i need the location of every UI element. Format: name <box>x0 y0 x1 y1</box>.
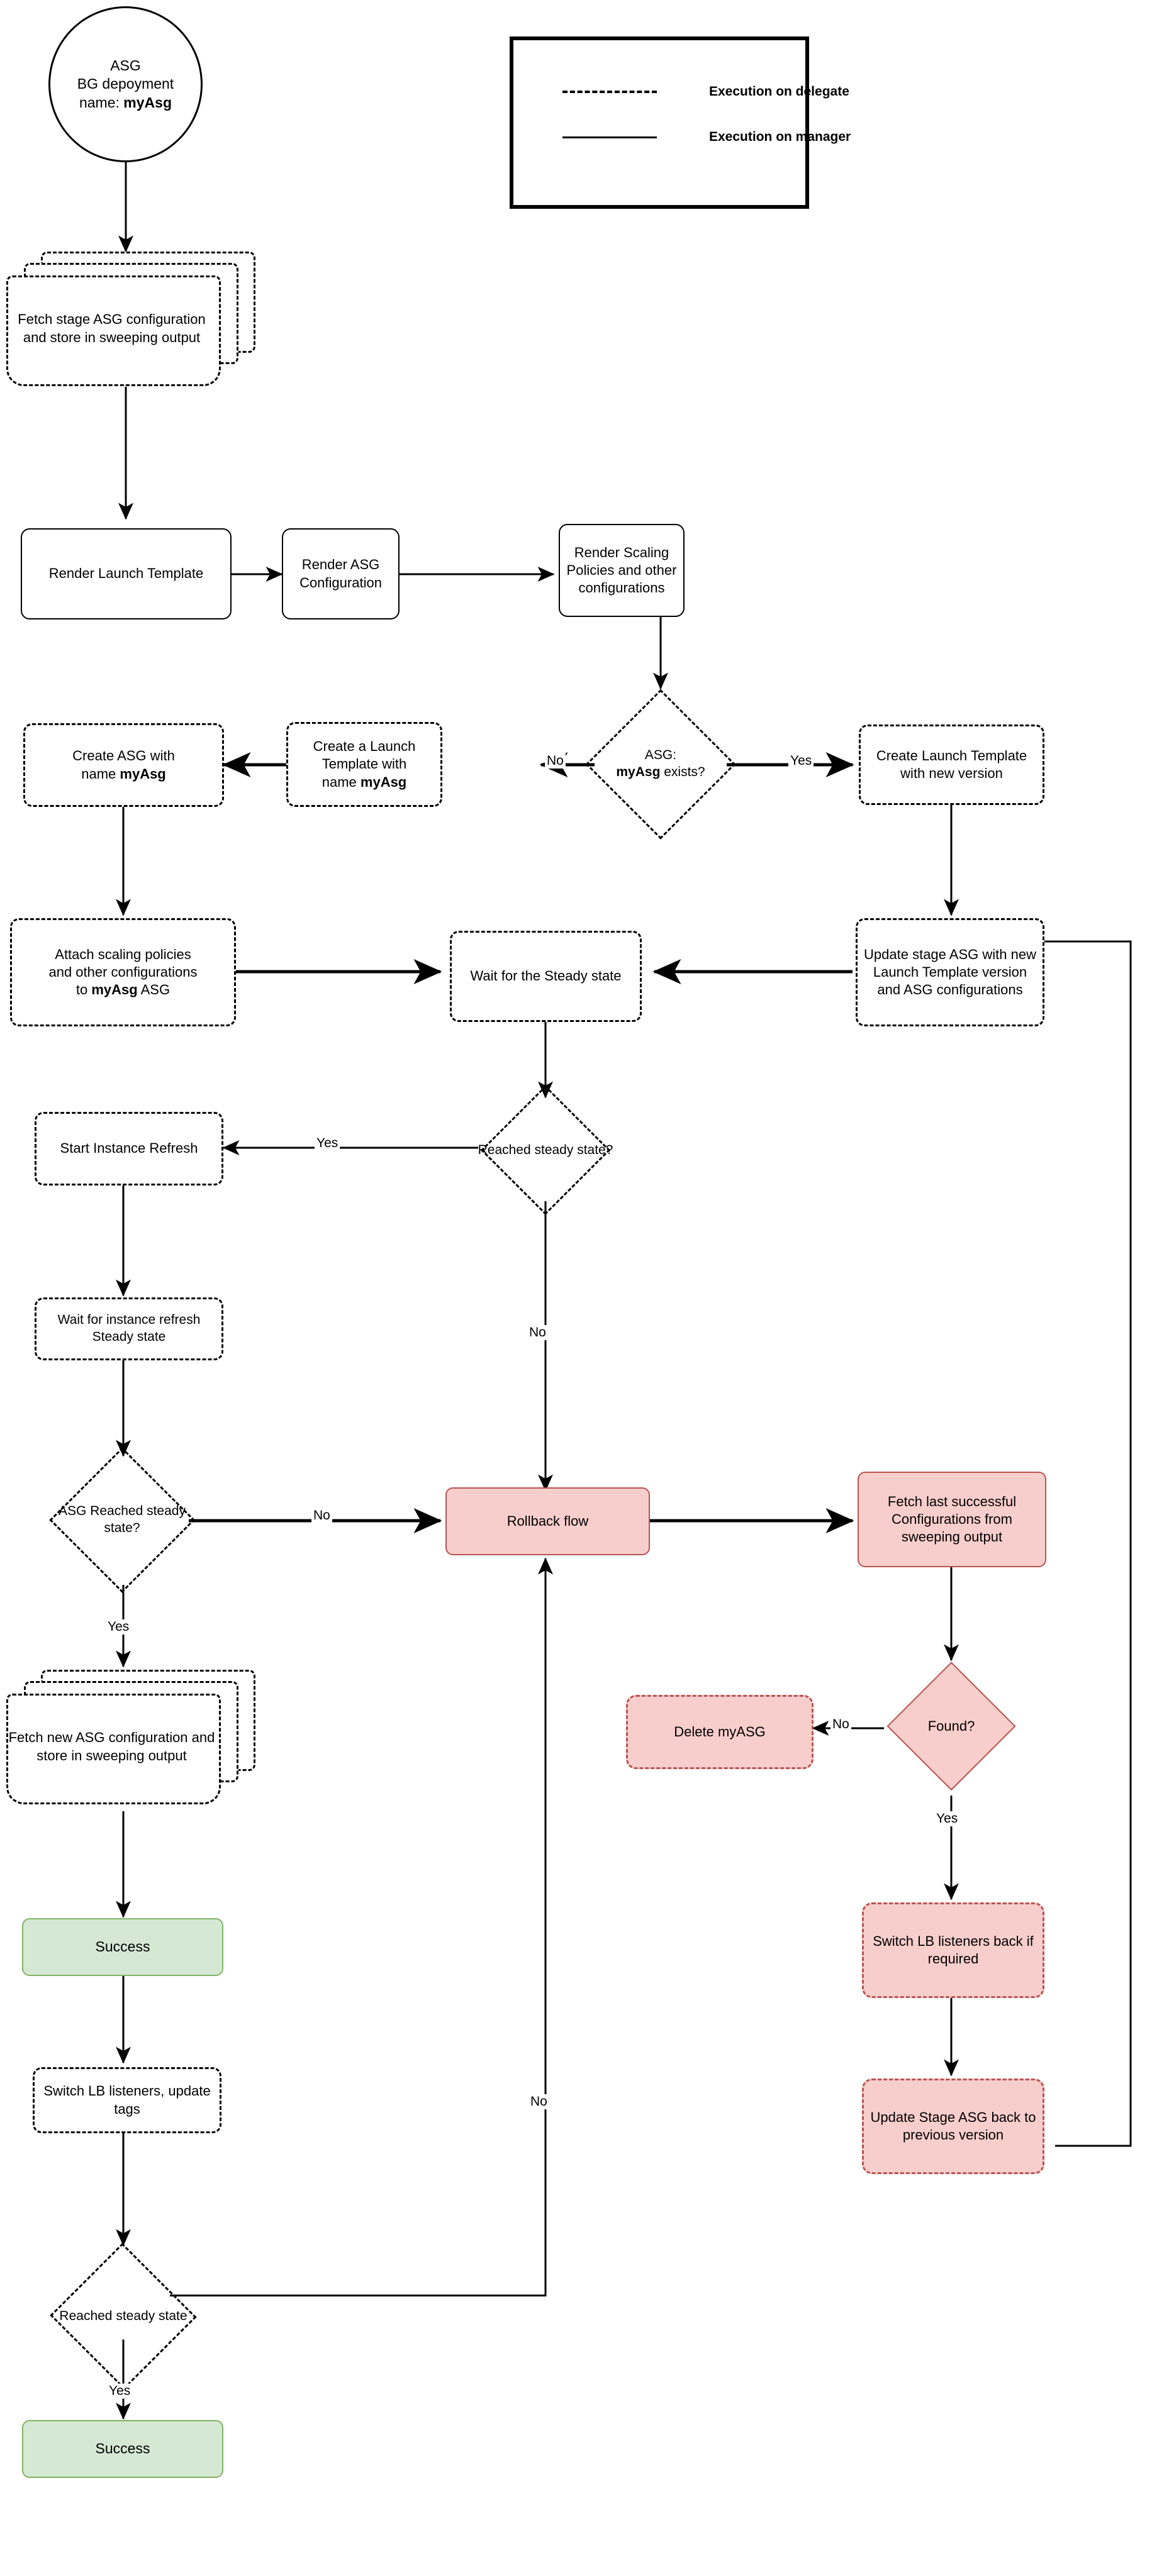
node-update-stage-asg[interactable]: Update stage ASG with new Launch Templat… <box>856 918 1044 1026</box>
node-label: Found? <box>927 1718 975 1734</box>
node-label: ASG Reached steady state? <box>59 1504 186 1535</box>
edge-label-final-steady-yes: Yes <box>107 2384 133 2399</box>
asp-line-2: and other configurations <box>48 963 198 980</box>
asp-line-3-bold: myAsg <box>91 982 138 998</box>
edge-label-found-yes: Yes <box>934 1811 960 1826</box>
asg-exists-line-1: ASG: <box>644 748 677 763</box>
legend-solid-line-icon <box>562 136 657 138</box>
node-decision-found[interactable]: Found? <box>886 1662 1016 1791</box>
start-line-1: ASG <box>110 57 141 74</box>
casg-line-2-prefix: name <box>81 765 120 782</box>
asg-exists-rest: exists? <box>660 765 705 779</box>
edge-label-asg-exists-yes: Yes <box>788 753 814 769</box>
doc-layer-front <box>6 1694 221 1804</box>
node-render-launch-template[interactable]: Render Launch Template <box>21 528 232 619</box>
node-label: Fetch stage ASG configuration and store … <box>18 311 206 345</box>
node-delete-myasg[interactable]: Delete myASG <box>626 1695 814 1769</box>
node-create-asg-named[interactable]: Create ASG with name myAsg <box>23 723 224 807</box>
node-switch-lb-listeners-back[interactable]: Switch LB listeners back if required <box>862 1902 1044 1998</box>
node-decision-asg-exists[interactable]: ASG: myAsg exists? <box>585 689 736 840</box>
edge-label-reached-steady-yes: Yes <box>315 1136 340 1151</box>
clt-line-1: Create a Launch <box>313 738 416 755</box>
edge-label-final-steady-no: No <box>528 2094 549 2109</box>
clt-line-3-bold: myAsg <box>360 774 407 790</box>
clt-line-3-prefix: name <box>322 774 361 790</box>
doc-layer-front <box>6 275 221 386</box>
legend-label-delegate: Execution on delegate <box>709 84 849 99</box>
node-label: Fetch new ASG configuration and store in… <box>8 1729 215 1763</box>
start-line-2: BG depoyment <box>77 75 174 92</box>
node-switch-lb-listeners-update-tags[interactable]: Switch LB listeners, update tags <box>33 2067 221 2133</box>
node-start-asg-bg-deployment[interactable]: ASG BG depoyment name: myAsg <box>48 6 203 162</box>
edge-label-asg-reached-no: No <box>311 1508 332 1523</box>
node-decision-reached-steady-state[interactable]: Reached steady state? <box>473 1085 618 1216</box>
legend-dashed-line-icon <box>562 91 657 93</box>
node-update-stage-asg-back[interactable]: Update Stage ASG back to previous versio… <box>862 2079 1044 2174</box>
node-label: Reached steady state? <box>478 1142 613 1157</box>
edge-label-asg-exists-no: No <box>545 753 566 769</box>
node-attach-scaling-policies[interactable]: Attach scaling policies and other config… <box>10 918 236 1026</box>
node-fetch-last-successful-configurations[interactable]: Fetch last successful Configurations fro… <box>858 1472 1046 1567</box>
node-success-final[interactable]: Success <box>22 2420 223 2478</box>
node-success-primary[interactable]: Success <box>22 1918 223 1976</box>
node-create-launch-template-named[interactable]: Create a Launch Template with name myAsg <box>286 722 442 807</box>
asg-exists-bold: myAsg <box>616 765 661 779</box>
node-label: ASG: myAsg exists? <box>588 692 733 836</box>
node-wait-instance-refresh-steady-state[interactable]: Wait for instance refresh Steady state <box>35 1297 223 1360</box>
node-fetch-new-asg-configuration[interactable]: Fetch new ASG configuration and store in… <box>6 1670 255 1811</box>
node-render-asg-configuration[interactable]: Render ASG Configuration <box>282 528 400 619</box>
node-create-launch-template-new-version[interactable]: Create Launch Template with new version <box>859 724 1044 805</box>
asp-line-3-prefix: to <box>75 982 92 998</box>
edge-label-asg-reached-yes: Yes <box>106 1619 131 1635</box>
start-line-3-bold: myAsg <box>123 94 172 111</box>
node-rollback-flow[interactable]: Rollback flow <box>445 1487 650 1555</box>
legend-box: Execution on delegate Execution on manag… <box>510 36 851 209</box>
node-decision-reached-steady-state-final[interactable]: Reached steady state <box>50 2243 197 2390</box>
start-line-3-prefix: name: <box>79 94 124 111</box>
casg-line-1: Create ASG with <box>72 748 175 764</box>
legend-row-manager: Execution on manager <box>562 130 851 145</box>
legend-row-delegate: Execution on delegate <box>562 84 849 99</box>
asp-line-3-suffix: ASG <box>137 982 171 998</box>
clt-line-2: Template with <box>322 756 407 772</box>
casg-line-2-bold: myAsg <box>120 765 166 782</box>
node-wait-for-steady-state[interactable]: Wait for the Steady state <box>450 931 642 1022</box>
asp-line-1: Attach scaling policies <box>55 946 191 962</box>
legend-label-manager: Execution on manager <box>709 130 851 144</box>
node-label: Reached steady state <box>59 2308 187 2323</box>
node-fetch-stage-asg-configuration[interactable]: Fetch stage ASG configuration and store … <box>6 252 255 387</box>
edge-label-reached-steady-no: No <box>527 1325 548 1340</box>
node-start-instance-refresh[interactable]: Start Instance Refresh <box>35 1112 223 1185</box>
edge-label-found-no: No <box>830 1717 851 1732</box>
node-render-scaling-policies[interactable]: Render Scaling Policies and other config… <box>559 524 685 617</box>
node-decision-asg-reached-steady-state[interactable]: ASG Reached steady state? <box>48 1446 196 1594</box>
